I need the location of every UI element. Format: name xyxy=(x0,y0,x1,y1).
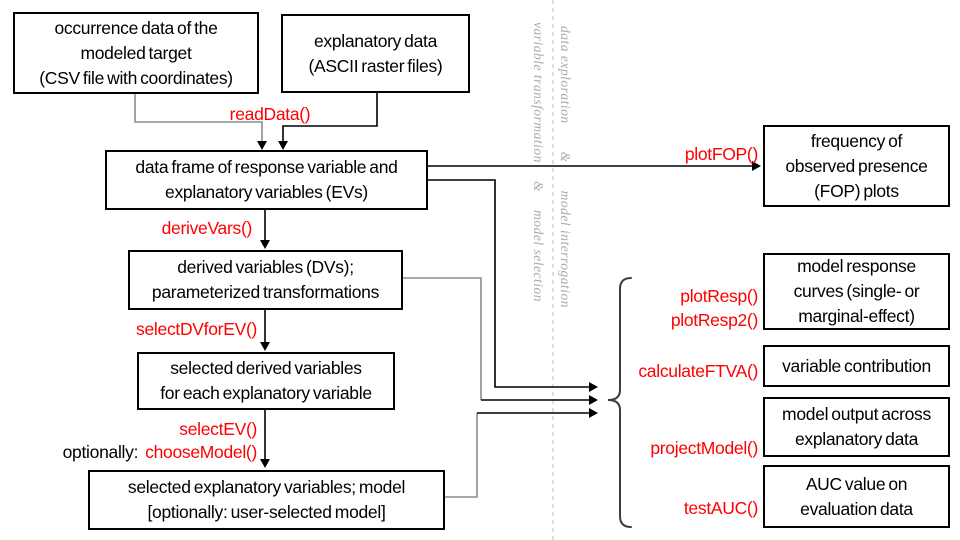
label-choosemodel-function: optionally: chooseModel() xyxy=(30,441,258,463)
arrowhead-right-bottom xyxy=(589,408,598,418)
label-plotresp-functions: plotResp() plotResp2() xyxy=(600,284,758,332)
label-calculateftva-function: calculateFTVA() xyxy=(638,361,758,381)
box-selected-ev-model: selected explanatory variables; model [o… xyxy=(88,470,445,530)
box-fop-plots: frequency of observed presence (FOP) plo… xyxy=(763,125,950,207)
box-explanatory-data: explanatory data (ASCII raster files) xyxy=(281,14,470,93)
arrowhead-down-selectdvforev xyxy=(260,342,270,351)
box-data-frame: data frame of response variable and expl… xyxy=(105,150,428,210)
label-testauc-function: testAUC() xyxy=(683,498,758,518)
connector-explanatory-to-dataframe xyxy=(282,93,378,142)
label-plotresp2-text: plotResp2() xyxy=(670,310,758,330)
label-selectdvforev-function: selectDVforEV() xyxy=(136,319,257,339)
box-occurrence-data: occurrence data of the modeled target (C… xyxy=(13,12,259,94)
arrowhead-right-plotfop xyxy=(752,161,761,171)
label-derivevars-function: deriveVars() xyxy=(161,218,253,238)
arrowhead-down-right-readdata xyxy=(278,141,288,150)
box-auc-value: AUC value on evaluation data xyxy=(763,465,950,528)
label-optionally-prefix: optionally: xyxy=(62,442,139,462)
connector-occurrence-to-dataframe xyxy=(134,94,263,142)
label-plotresp-text: plotResp() xyxy=(680,286,758,306)
arrowhead-down-selectev xyxy=(260,459,270,468)
box-model-output: model output across explanatory data xyxy=(763,397,950,457)
label-projectmodel-function: projectModel() xyxy=(650,438,758,458)
box-selected-derived-variables: selected derived variables for each expl… xyxy=(137,352,395,410)
label-selectev-function: selectEV() xyxy=(179,419,257,439)
connector-dataframe-to-brace xyxy=(428,179,589,388)
connector-derived-to-brace xyxy=(403,277,482,400)
box-response-curves: model response curves (single- or margin… xyxy=(763,253,950,330)
label-choosemodel-text: chooseModel() xyxy=(145,442,257,462)
arrowhead-right-middle xyxy=(589,395,598,405)
arrowhead-down-derivevars xyxy=(260,240,270,249)
box-derived-variables: derived variables (DVs); parameterized t… xyxy=(128,250,403,310)
box-variable-contribution: variable contribution xyxy=(763,345,950,387)
arrowhead-down-left-readdata xyxy=(257,141,267,150)
label-readdata-function: readData() xyxy=(229,104,311,124)
arrowhead-right-top xyxy=(589,382,598,392)
outputs-curly-brace xyxy=(607,277,632,528)
connector-model-to-brace xyxy=(445,413,478,498)
label-plotfop-function: plotFOP() xyxy=(684,144,758,164)
